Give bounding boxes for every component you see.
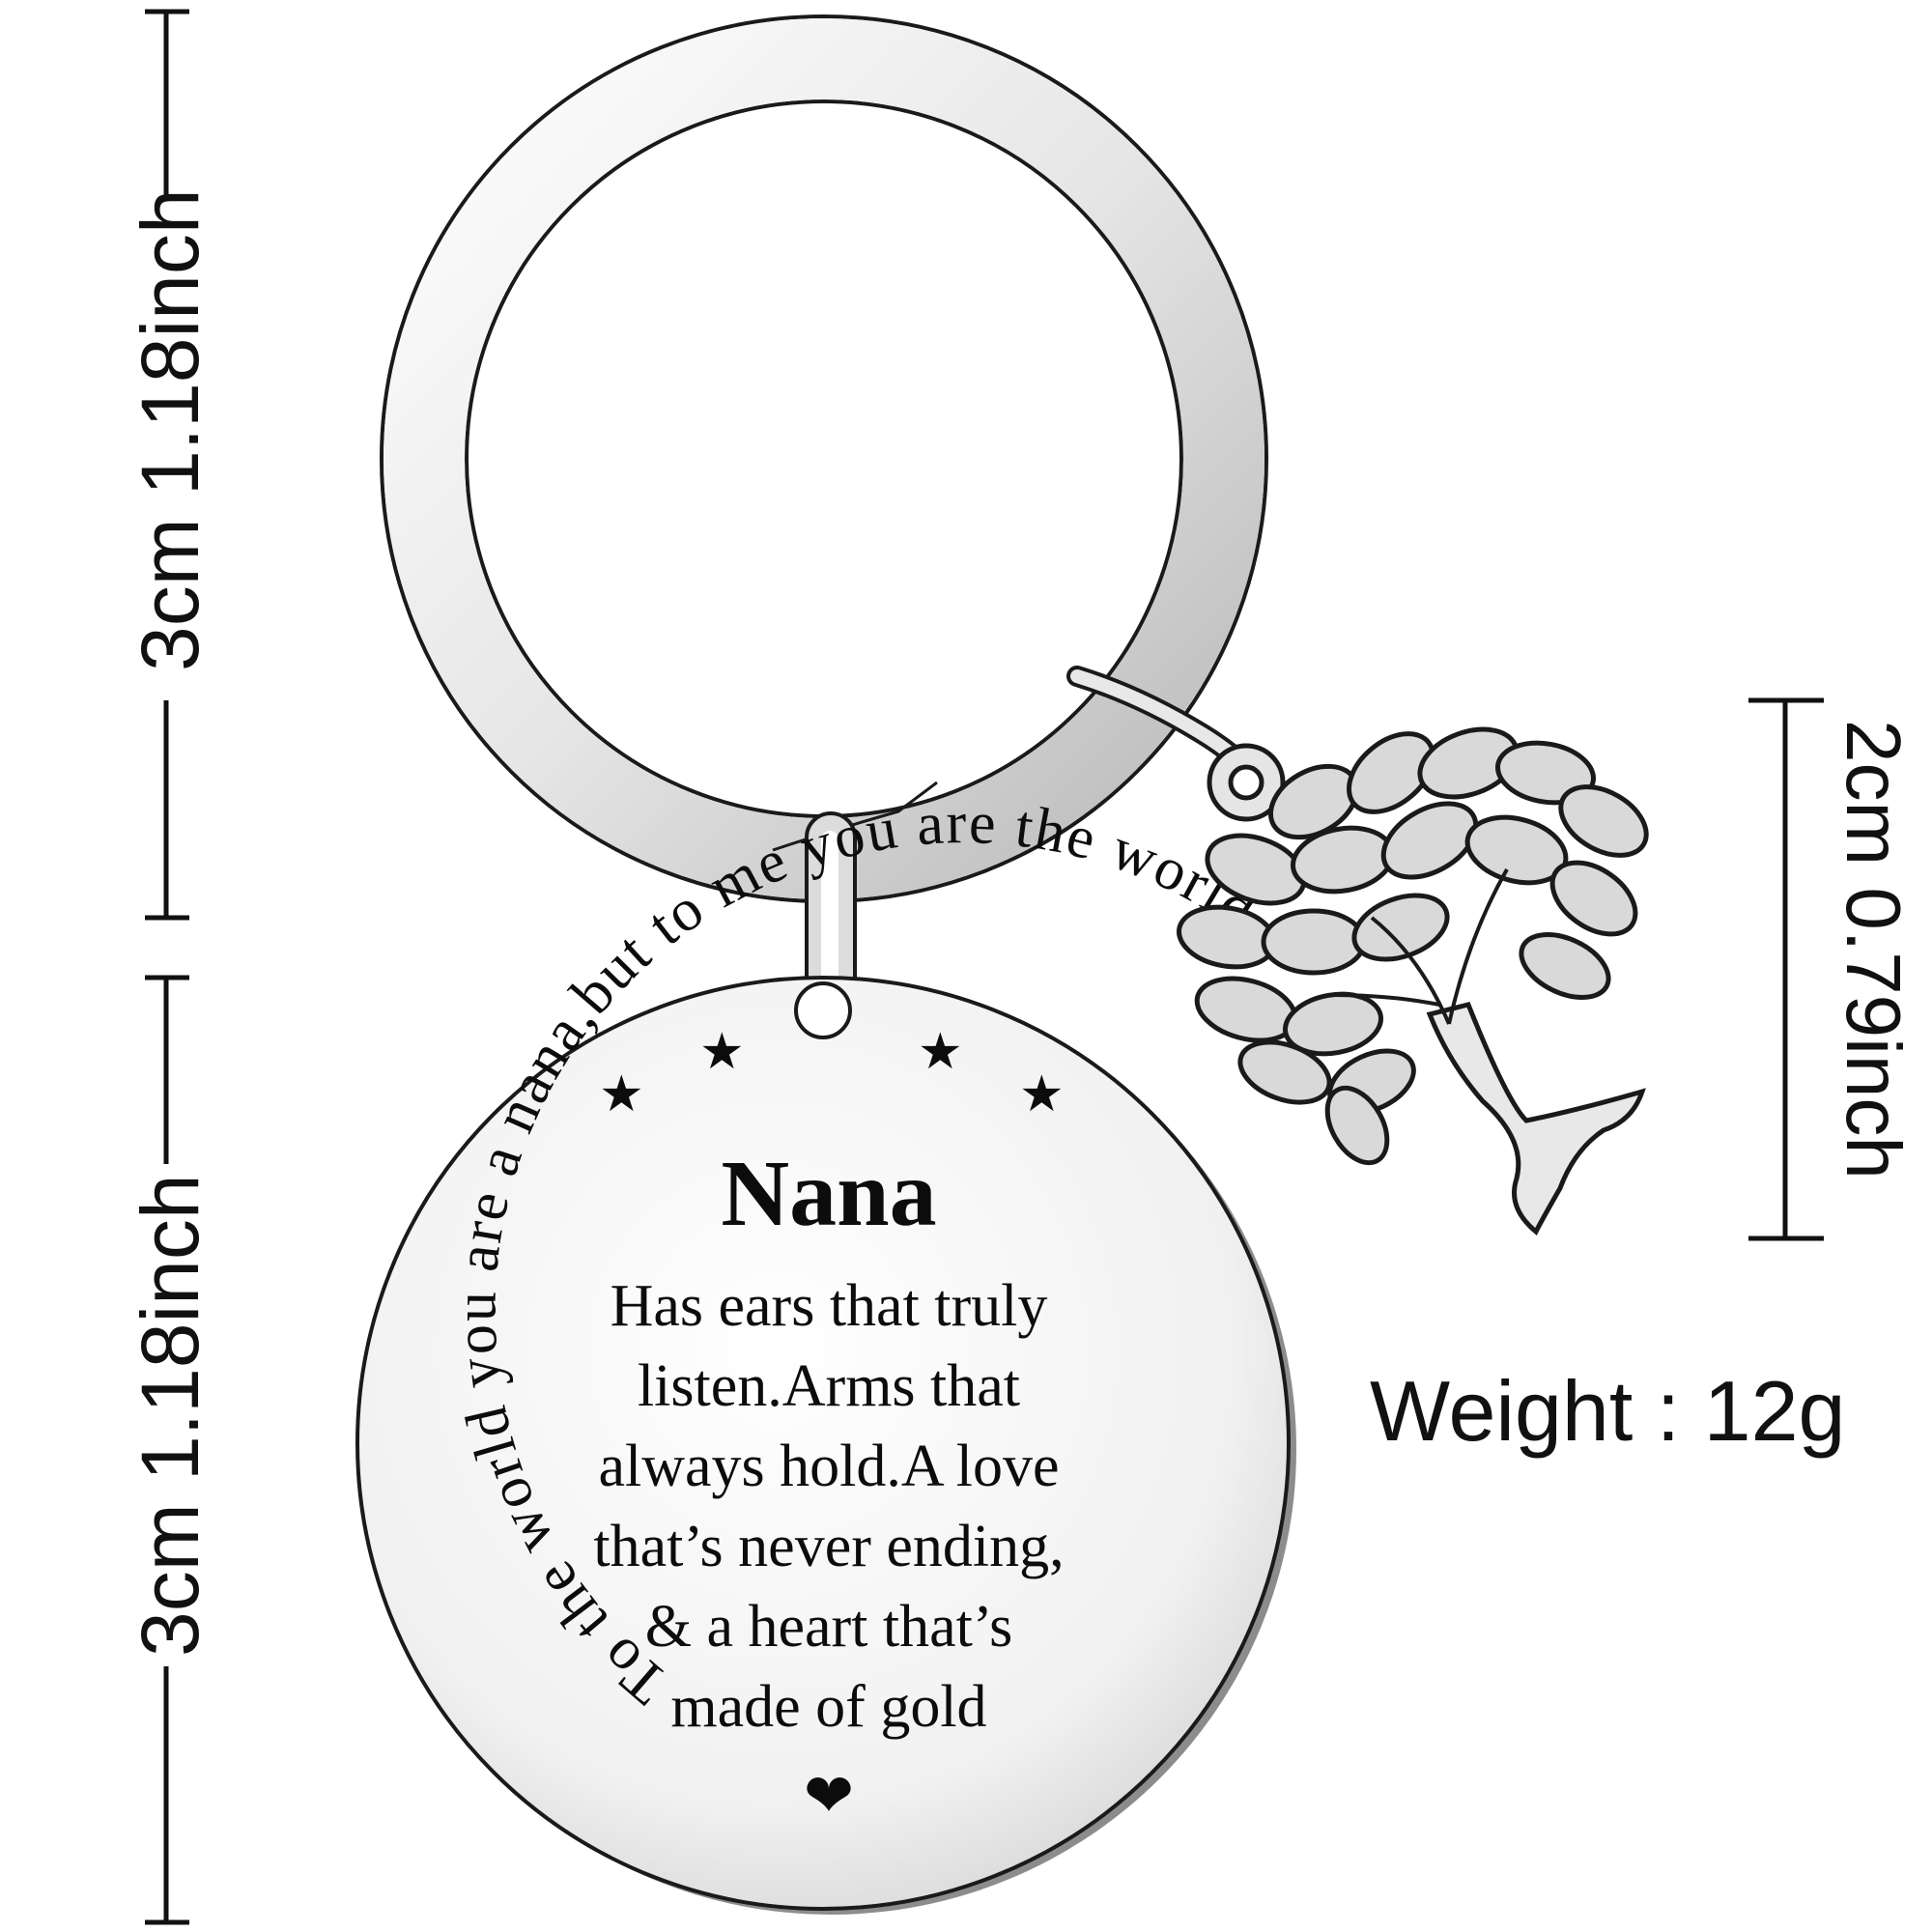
disc-title: Nana bbox=[721, 1142, 936, 1246]
weight-label: Weight : 12g bbox=[1370, 1363, 1846, 1459]
tree-of-life-charm bbox=[1176, 726, 1649, 1236]
disc-body-line: always hold.A love bbox=[599, 1434, 1060, 1499]
star-icon: ★ bbox=[1019, 1067, 1065, 1122]
heart-icon: ❤ bbox=[804, 1764, 854, 1830]
ring-height-label: 3cm 1.18inch bbox=[125, 188, 215, 671]
disc-hole bbox=[794, 981, 852, 1039]
star-icon: ★ bbox=[918, 1025, 963, 1080]
charm-dimension-marker bbox=[1748, 697, 1824, 1241]
disc-body-line: that’s never ending, bbox=[593, 1514, 1064, 1579]
charm-height-label: 2cm 0.79inch bbox=[1831, 720, 1917, 1179]
engraved-disc bbox=[355, 976, 1296, 1915]
disc-body-line: Has ears that truly bbox=[611, 1273, 1048, 1339]
split-key-ring bbox=[380, 14, 1268, 903]
disc-body: Has ears that truly listen.Arms that alw… bbox=[593, 1273, 1064, 1740]
disc-body-line: & a heart that’s bbox=[645, 1594, 1012, 1660]
disc-height-label: 3cm 1.18inch bbox=[125, 1174, 215, 1657]
ring-dimension-marker bbox=[145, 9, 189, 921]
star-icon: ★ bbox=[699, 1025, 745, 1080]
disc-dimension-marker bbox=[145, 975, 189, 1925]
disc-body-line: made of gold bbox=[670, 1674, 986, 1740]
disc-body-line: listen.Arms that bbox=[638, 1353, 1020, 1419]
star-icon: ★ bbox=[599, 1067, 644, 1122]
